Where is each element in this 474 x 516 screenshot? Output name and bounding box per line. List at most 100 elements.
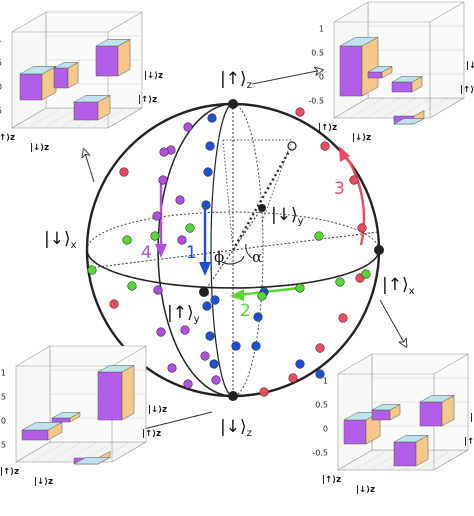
floor-grid <box>47 441 83 463</box>
bar-top-face <box>367 66 393 73</box>
trajectory-marker <box>205 141 215 151</box>
floor-grid <box>353 449 389 471</box>
plot-side-wall <box>15 345 51 463</box>
axis-tick-label: 0 <box>0 83 2 92</box>
density-plot-top-right: 10.50-0.5|↓⟩z|↑⟩z|↑⟩z|↓⟩z <box>308 1 474 143</box>
x-plus-dot <box>374 245 384 255</box>
ket-up-x: |↑⟩x <box>382 275 415 297</box>
trajectory-marker <box>200 351 210 361</box>
bar-front-face <box>97 371 123 421</box>
bar-front-face <box>53 67 69 89</box>
axis-tick-label: 1 <box>0 35 2 44</box>
bar-front-face <box>95 45 119 77</box>
trajectory-marker <box>259 387 269 397</box>
bar-top-face <box>73 95 111 103</box>
axis-tick-label: -0.5 <box>0 107 2 116</box>
floor-grid <box>365 97 401 119</box>
path-3-arrowhead <box>339 146 350 162</box>
trajectory-marker <box>257 291 267 301</box>
trajectory-marker <box>122 235 132 245</box>
trajectory-marker <box>87 265 97 275</box>
col-label: |↓⟩z <box>34 477 53 487</box>
trajectory-marker <box>335 277 345 287</box>
row-label: |↑⟩z <box>138 95 157 105</box>
bar-top-face <box>393 118 425 125</box>
axis-tick-label: -0.5 <box>312 449 328 458</box>
row-label: |↑⟩z <box>460 85 474 95</box>
bar-front-face <box>73 101 99 121</box>
ket-down-x: |↓⟩x <box>44 229 77 251</box>
axis-tick-label: 0.5 <box>315 401 328 410</box>
trajectory-marker <box>177 235 187 245</box>
floor-grid <box>31 441 67 463</box>
trajectory-marker <box>320 141 330 151</box>
bar-top-face <box>19 66 57 75</box>
meridian-inner <box>210 103 234 397</box>
trajectory-marker <box>185 223 195 233</box>
row-label: |↓⟩z <box>144 71 163 81</box>
col-label: |↑⟩z <box>0 467 19 477</box>
trajectory-marker <box>109 299 119 309</box>
axis-tick-label: 0.5 <box>0 59 2 68</box>
trajectory-marker <box>231 341 241 351</box>
trajectory-marker <box>338 313 348 323</box>
axis-tick-label: 0.5 <box>0 393 6 402</box>
bar-front-face <box>391 81 413 93</box>
trajectory-marker <box>361 269 371 279</box>
path-4-arrowhead <box>155 244 167 258</box>
trajectory-marker <box>205 331 215 341</box>
trajectory-marker <box>159 147 169 157</box>
projection-lines <box>223 139 293 223</box>
trajectory-marker <box>150 231 160 241</box>
trajectory-marker <box>153 285 163 295</box>
floor-grid <box>417 449 453 471</box>
axis-tick-label: -0.5 <box>0 441 6 450</box>
path-1-label: 1 <box>186 243 197 263</box>
y-plus-dot <box>199 287 209 297</box>
col-label: |↑⟩z <box>318 123 337 133</box>
row-label: |↓⟩z <box>470 413 474 423</box>
floor-grid <box>27 107 63 129</box>
path-4-label: 4 <box>141 243 152 263</box>
axis-tick-label: 0 <box>323 425 328 434</box>
ket-down-z: |↓⟩z <box>220 417 252 439</box>
bar-front-face <box>371 409 391 421</box>
path-3-arrow <box>342 151 366 246</box>
row-label: |↓⟩z <box>466 61 474 71</box>
trajectory-marker <box>156 327 166 337</box>
floor-grid <box>63 441 99 463</box>
axis-tick-label: 1 <box>319 25 324 34</box>
density-plot-bottom-right: 10.50-0.5|↓⟩z|↑⟩z|↑⟩z|↓⟩z <box>312 353 474 495</box>
bar-front-face <box>51 417 71 423</box>
row-label: |↑⟩z <box>464 437 474 447</box>
state-point <box>287 141 297 151</box>
path-1-arrowhead <box>199 262 211 276</box>
ket-down-y: |↓⟩y <box>271 205 304 227</box>
trajectory-marker <box>207 113 217 123</box>
floor-grid <box>397 97 433 119</box>
alpha-label: α <box>252 248 262 266</box>
alpha-arc <box>245 243 253 259</box>
trajectory-marker <box>315 343 325 353</box>
bar-front-face <box>343 419 367 445</box>
bar-top-face <box>391 76 423 83</box>
meridian-back <box>232 103 264 397</box>
bar-top-face <box>393 435 429 443</box>
axis-tick-label: 1 <box>1 369 6 378</box>
projection-line-2 <box>222 139 234 251</box>
trajectory-marker <box>152 211 162 221</box>
trajectory-marker <box>295 283 305 293</box>
bar-front-face <box>339 45 363 97</box>
trajectory-marker <box>202 301 212 311</box>
floor-grid <box>91 107 127 129</box>
bar-top-face <box>51 412 81 419</box>
south-pole-dot <box>228 391 238 401</box>
trajectory-marker <box>209 359 219 369</box>
y-minus-dot <box>258 204 266 212</box>
floor-grid <box>381 97 417 119</box>
bar-front-face <box>419 401 443 427</box>
path-2-arrow <box>237 286 301 297</box>
col-label: |↑⟩z <box>322 475 341 485</box>
